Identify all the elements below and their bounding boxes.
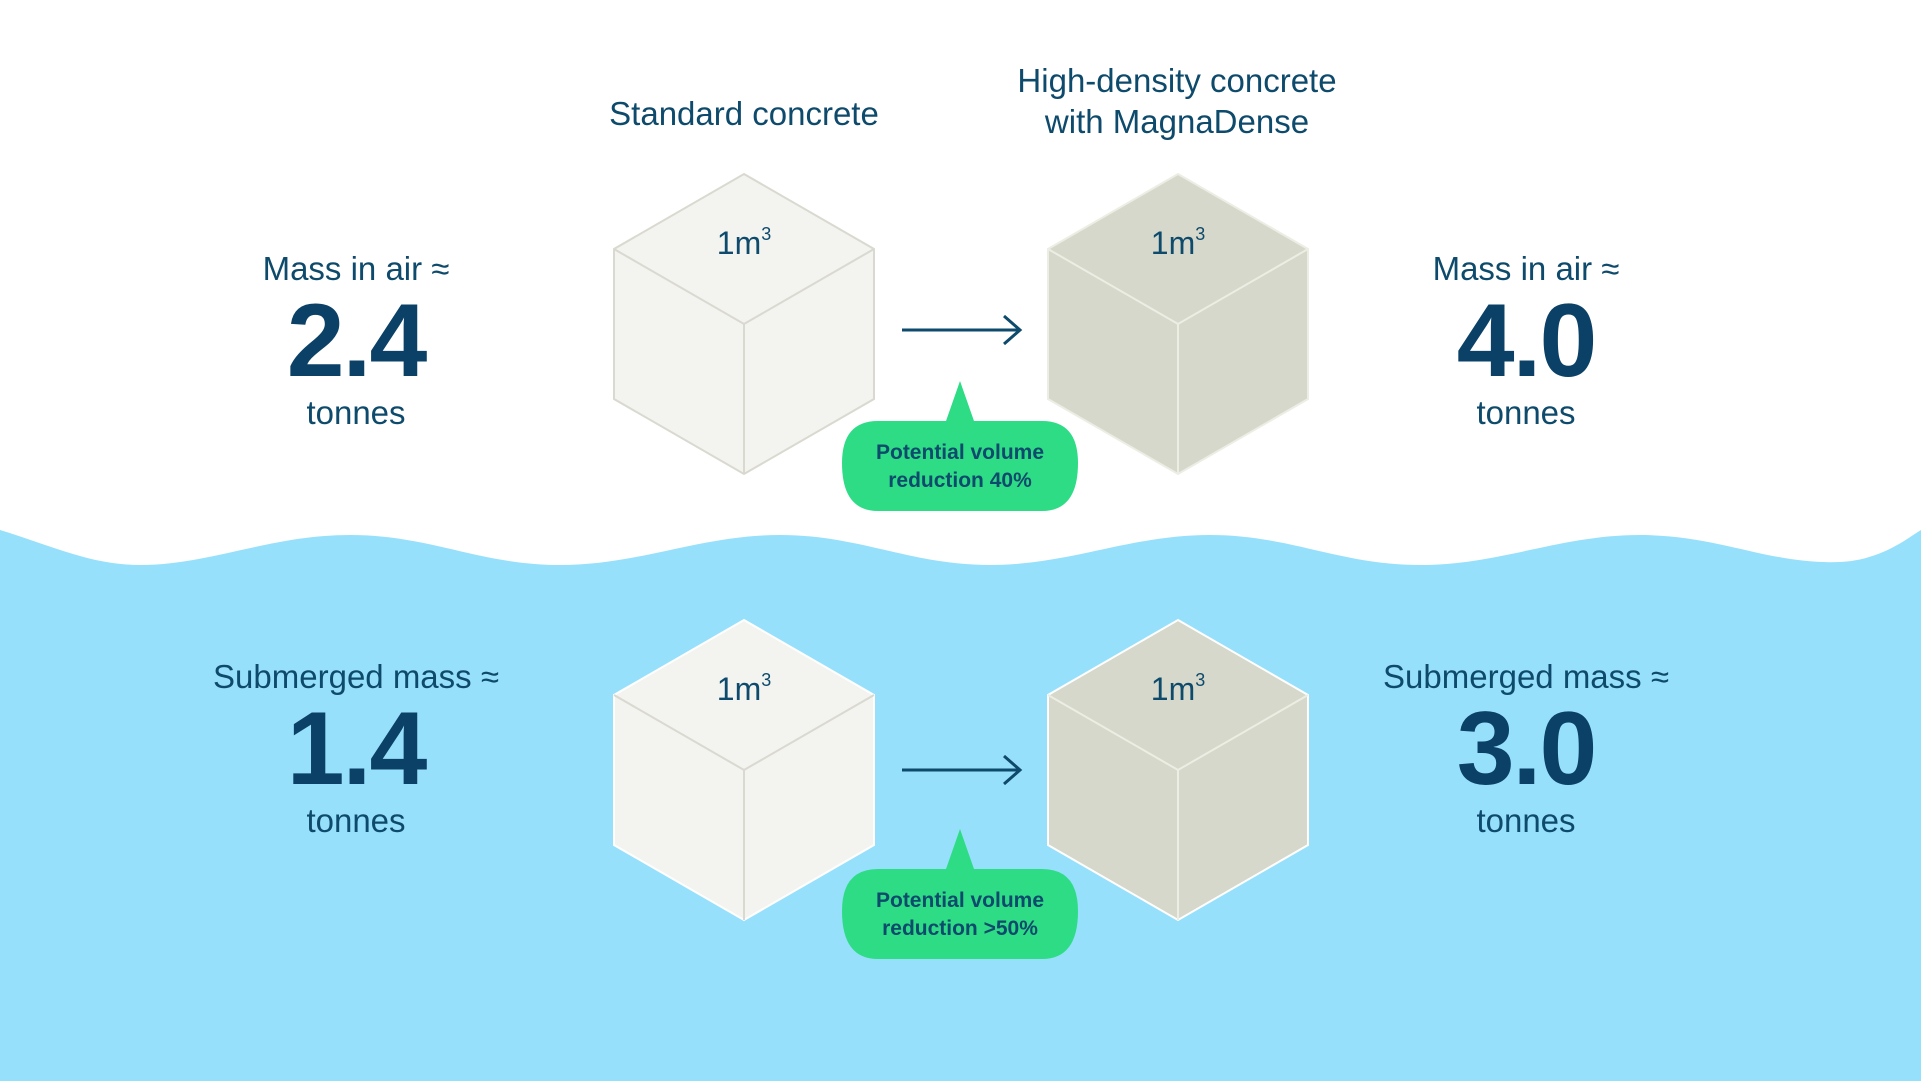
submerged-mass-standard: Submerged mass ≈ 1.4 tonnes — [156, 657, 556, 841]
cube-volume-label: 1m3 — [716, 670, 772, 707]
bubble-text: Potential volume reduction 40% — [875, 441, 1045, 492]
cube-volume-label: 1m3 — [1150, 224, 1206, 261]
mass-label: Submerged mass ≈ — [213, 658, 499, 695]
high-density-cube-air: 1m3 — [1046, 172, 1310, 476]
mass-unit: tonnes — [1476, 802, 1576, 839]
mass-value: 3.0 — [1456, 691, 1598, 807]
high-density-heading: High-density concrete with MagnaDense — [967, 60, 1387, 142]
volume-reduction-bubble-submerged: Potential volume reduction >50% — [842, 829, 1078, 959]
standard-concrete-heading: Standard concrete — [534, 93, 954, 134]
water-surface — [0, 530, 1921, 1081]
mass-label: Mass in air ≈ — [1432, 250, 1620, 287]
mass-unit: tonnes — [306, 802, 406, 839]
high-density-title-line1: High-density concrete — [1017, 62, 1337, 99]
standard-concrete-cube-air: 1m3 — [612, 172, 876, 476]
arrow-right-icon — [902, 754, 1023, 786]
mass-label: Mass in air ≈ — [262, 250, 450, 287]
standard-concrete-title: Standard concrete — [609, 95, 879, 132]
mass-in-air-high-density: Mass in air ≈ 4.0 tonnes — [1326, 249, 1726, 433]
speech-bubble-shape — [842, 829, 1078, 959]
bubble-text: Potential volume reduction >50% — [875, 889, 1045, 940]
cube-icon — [1047, 618, 1309, 922]
cube-icon — [613, 618, 875, 922]
high-density-cube-submerged: 1m3 — [1046, 618, 1310, 922]
speech-bubble-shape — [842, 381, 1078, 511]
mass-value: 4.0 — [1456, 283, 1598, 399]
submerged-mass-high-density: Submerged mass ≈ 3.0 tonnes — [1326, 657, 1726, 841]
cube-volume-label: 1m3 — [1150, 670, 1206, 707]
standard-concrete-cube-submerged: 1m3 — [612, 618, 876, 922]
high-density-title-line2: with MagnaDense — [1044, 103, 1310, 140]
mass-value: 2.4 — [286, 283, 428, 399]
arrow-right-icon — [902, 314, 1023, 346]
volume-reduction-bubble-air: Potential volume reduction 40% — [842, 381, 1078, 511]
cube-icon — [1047, 172, 1309, 476]
cube-icon — [613, 172, 875, 476]
mass-label: Submerged mass ≈ — [1383, 658, 1669, 695]
mass-unit: tonnes — [1476, 394, 1576, 431]
mass-in-air-standard: Mass in air ≈ 2.4 tonnes — [156, 249, 556, 433]
mass-unit: tonnes — [306, 394, 406, 431]
cube-volume-label: 1m3 — [716, 224, 772, 261]
mass-value: 1.4 — [286, 691, 428, 807]
